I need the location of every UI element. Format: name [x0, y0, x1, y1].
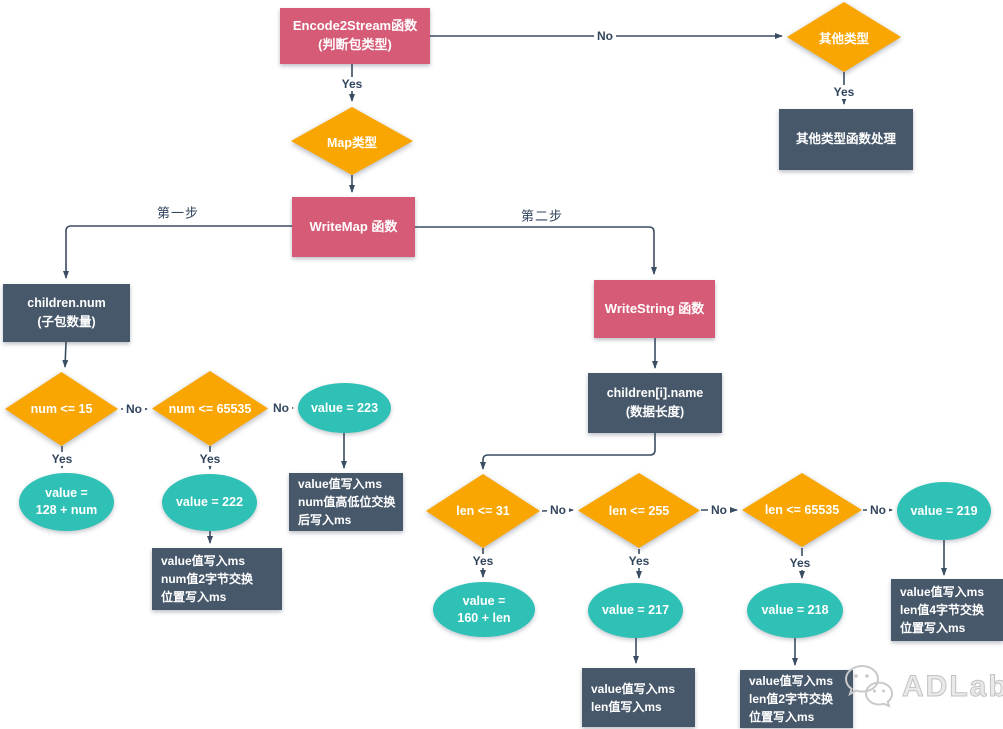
node-writemap-function: WriteMap 函数 — [292, 197, 415, 257]
node-value-223: value = 223 — [298, 383, 391, 433]
edge-label-no: No — [867, 503, 889, 517]
node-text-line: 后写入ms — [298, 513, 352, 527]
node-text-line: num值2字节交换 — [161, 572, 254, 586]
edge-label-no: No — [270, 401, 292, 415]
node-text-line: children[i].name — [606, 386, 704, 401]
node-text-line: value = — [462, 593, 506, 608]
node-text-line: 其他类型 — [818, 31, 869, 46]
node-text-line: value值写入ms — [298, 477, 383, 491]
node-text-line: num <= 65535 — [168, 401, 252, 416]
decision-len-le-31: len <= 31 — [426, 474, 540, 548]
node-text-line: len值写入ms — [591, 699, 662, 714]
node-children-num: children.num (子包数量) — [3, 284, 130, 342]
node-text-line: children.num — [27, 296, 106, 311]
edge-label-yes: Yes — [469, 554, 497, 568]
edge-label-yes: Yes — [48, 452, 76, 466]
node-text-line: value值写入ms — [161, 554, 246, 568]
edge-childrennum-to-numle15 — [62, 341, 69, 368]
node-text-line: len值2字节交换 — [749, 692, 834, 706]
node-write-219-steps: value值写入ms len值4字节交换 位置写入ms — [891, 579, 1003, 641]
adlab-watermark: ADLab — [842, 662, 1003, 712]
node-text-line: num <= 15 — [30, 402, 93, 416]
node-text-line: value值写入ms — [591, 681, 676, 696]
node-text-line: len <= 31 — [456, 504, 510, 518]
edge-writemap-to-childrennum — [63, 225, 292, 279]
edge-label-step2: 第二步 — [517, 205, 567, 225]
node-write-222-steps: value值写入ms num值2字节交换 位置写入ms — [152, 548, 282, 610]
node-text-line: 160 + len — [457, 610, 511, 625]
node-value-128-plus-num: value = 128 + num — [19, 473, 114, 531]
decision-len-le-65535: len <= 65535 — [742, 473, 862, 547]
edge-label-step1: 第一步 — [153, 202, 203, 222]
edge-label-no: No — [708, 503, 730, 517]
edge-label-no: No — [594, 29, 616, 43]
node-text-line: 位置写入ms — [900, 621, 966, 635]
node-other-type-handler: 其他类型函数处理 — [779, 109, 913, 170]
edge-childrenname-to-lenle31 — [480, 433, 656, 470]
edge-label-no: No — [123, 402, 145, 416]
node-text-line: WriteMap 函数 — [309, 218, 398, 234]
edge-label-yes: Yes — [786, 556, 814, 570]
node-value-219: value = 219 — [897, 482, 991, 540]
node-encode2stream-function: Encode2Stream函数 (判断包类型) — [280, 8, 430, 64]
node-text-line: WriteString 函数 — [604, 300, 705, 316]
node-write-218-steps: value值写入ms len值2字节交换 位置写入ms — [740, 670, 853, 728]
node-text-line: 其他类型函数处理 — [795, 132, 896, 147]
node-text-line: value = 223 — [310, 400, 379, 415]
edge-label-yes: Yes — [830, 85, 858, 99]
watermark-text: ADLab — [902, 670, 1003, 704]
node-text-line: value值写入ms — [900, 585, 985, 599]
node-text-line: (子包数量) — [37, 315, 96, 329]
node-text-line: (数据长度) — [625, 405, 685, 419]
node-text-line: value = 222 — [175, 495, 244, 510]
decision-other-type: 其他类型 — [787, 2, 901, 72]
decision-len-le-255: len <= 255 — [578, 473, 700, 548]
edge-label-yes: Yes — [338, 77, 366, 91]
edge-writemap-to-writestring — [415, 226, 657, 275]
node-children-i-name: children[i].name (数据长度) — [588, 373, 722, 433]
node-text-line: 位置写入ms — [161, 590, 227, 604]
node-write-217-steps: value值写入ms len值写入ms — [582, 668, 695, 727]
node-text-line: value值写入ms — [749, 674, 834, 688]
node-value-160-plus-len: value = 160 + len — [433, 582, 535, 637]
node-text-line: value = 219 — [910, 503, 978, 518]
node-write-223-steps: value值写入ms num值高低位交换 后写入ms — [289, 473, 403, 531]
node-value-218: value = 218 — [747, 583, 843, 638]
decision-map-type: Map类型 — [291, 107, 413, 175]
node-text-line: Encode2Stream函数 — [292, 18, 418, 34]
node-text-line: value = 218 — [761, 603, 829, 618]
node-text-line: (判断包类型) — [318, 37, 392, 52]
node-text-line: num值高低位交换 — [298, 495, 396, 509]
node-text-line: len值4字节交换 — [900, 603, 985, 617]
node-text-line: value = 217 — [601, 603, 670, 618]
wechat-logo-icon — [844, 664, 894, 708]
node-text-line: 128 + num — [35, 503, 98, 517]
node-value-217: value = 217 — [588, 583, 683, 638]
node-text-line: value = — [45, 486, 88, 501]
node-text-line: Map类型 — [326, 135, 377, 150]
node-text-line: len <= 255 — [608, 503, 670, 518]
node-text-line: 位置写入ms — [749, 710, 815, 724]
node-text-line: len <= 65535 — [764, 503, 840, 517]
decision-num-le-65535: num <= 65535 — [152, 371, 268, 446]
edge-label-no: No — [547, 503, 569, 517]
edge-label-yes: Yes — [625, 554, 653, 568]
node-value-222: value = 222 — [162, 474, 257, 531]
edge-label-yes: Yes — [196, 452, 224, 466]
node-writestring-function: WriteString 函数 — [594, 280, 715, 338]
decision-num-le-15: num <= 15 — [5, 372, 118, 446]
